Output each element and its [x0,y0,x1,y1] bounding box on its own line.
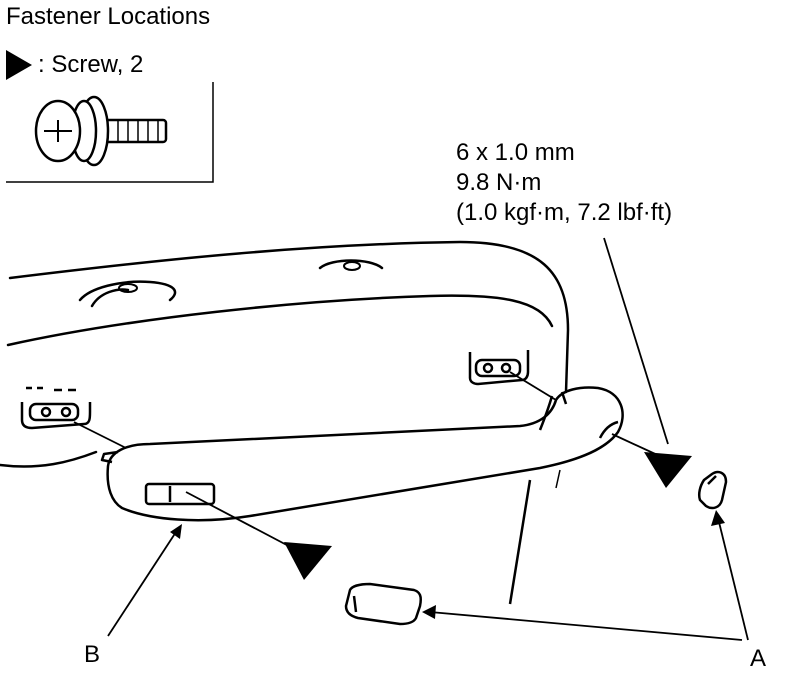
legend-label: : Screw, 2 [38,51,144,78]
screw-icon [34,95,168,167]
left-roof-bracket [20,386,92,430]
cover-a-right [697,470,728,510]
torque-nm-label: 9.8 N·m [456,169,542,196]
callout-b-label: B [84,641,101,668]
callout-a-label: A [750,645,767,672]
screw-location-marker-right [644,452,692,488]
callout-b-arrowhead [170,524,182,539]
headliner-hole [343,261,361,271]
grab-handle [100,386,624,522]
right-roof-bracket [468,350,530,386]
alignment-lines [73,371,665,553]
headliner-outline [0,240,570,468]
handle-support-line [555,469,561,489]
callout-a-arrowhead-2 [711,510,725,526]
page-title: Fastener Locations [6,3,211,30]
callout-a-arrowhead-1 [422,605,436,619]
screw-size-label: 6 x 1.0 mm [456,139,575,166]
screw-illustration-frame [6,82,214,183]
torque-spec-leader [603,237,669,445]
callout-b-line [107,531,177,637]
screw-symbol-icon [6,50,32,80]
handle-support-line [508,479,532,605]
cover-a-lower [344,582,422,626]
callout-a-line-2 [717,517,749,641]
torque-alt-label: (1.0 kgf·m, 7.2 lbf·ft) [456,199,673,226]
callout-a-line-1 [429,611,743,641]
headliner-hole [118,283,138,293]
screw-location-marker-left [284,542,332,580]
